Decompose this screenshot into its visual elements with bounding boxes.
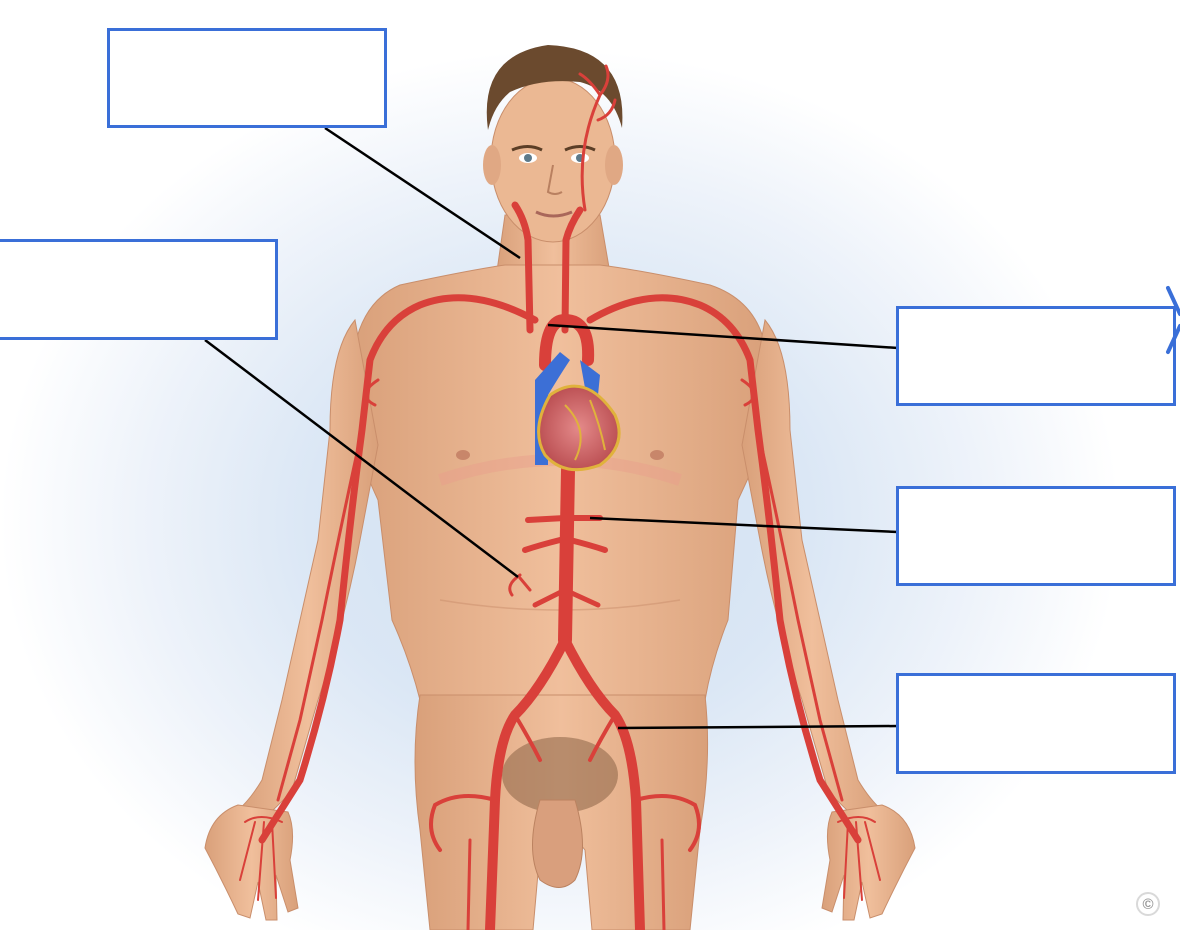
head — [483, 45, 623, 243]
groin — [502, 737, 618, 888]
label-box-aortic-arch[interactable] — [896, 306, 1176, 406]
label-box-abdominal-aorta[interactable] — [896, 486, 1176, 586]
heart — [535, 352, 621, 472]
label-box-carotid[interactable] — [107, 28, 387, 128]
chevron-right-icon[interactable] — [1160, 284, 1180, 356]
label-box-femoral[interactable] — [896, 673, 1176, 774]
copyright-icon: © — [1136, 892, 1160, 916]
copyright-symbol: © — [1142, 895, 1154, 913]
label-box-abdominal-branch[interactable] — [0, 239, 278, 340]
